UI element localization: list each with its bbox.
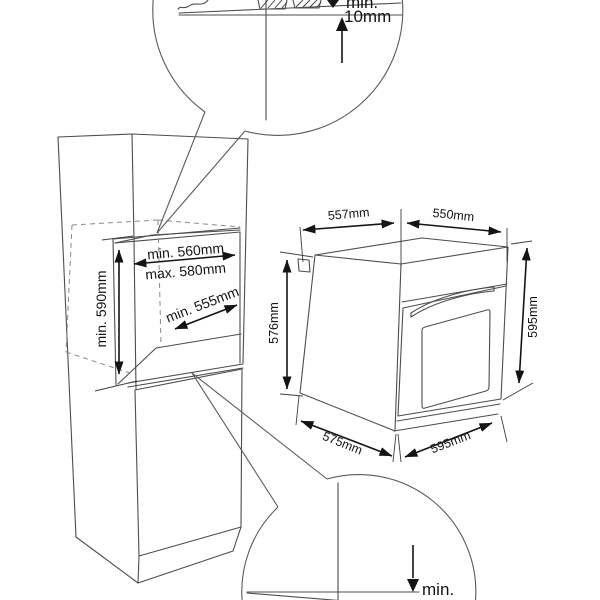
cabinet-shelf — [127, 363, 244, 388]
oven-door-edges — [397, 307, 502, 417]
dim-top-width-arrow — [406, 219, 502, 236]
detail-gap-line — [178, 2, 402, 14]
bottom-detail-circle — [241, 474, 477, 600]
dim-niche-depth-arrow — [174, 304, 238, 330]
dim-side-height-arrow — [515, 247, 531, 384]
tall-cabinet — [57, 133, 249, 584]
dim-bottom-depth-arrow — [300, 420, 393, 457]
oven-handle — [410, 286, 495, 318]
oven-bottom-front-edge — [393, 413, 499, 432]
bottom-detail-label-line1: min. — [422, 580, 454, 599]
gap-arrow-up — [336, 17, 348, 31]
break-squiggle — [177, 0, 209, 10]
oven-front-right-edge — [500, 246, 509, 400]
dim-niche-width-arrow — [133, 251, 236, 268]
oven-bottom-depth-label: 575mm — [321, 429, 365, 458]
niche-width-min-label: min. 560mm — [146, 240, 224, 263]
bottom-detail-label-line2: 5mm — [424, 597, 462, 600]
hatched-section — [257, 0, 322, 10]
bottom-detail-leader-right — [191, 372, 328, 480]
bottom-detail-bubble: min. 5mm — [191, 372, 477, 600]
top-detail-leader-right — [156, 130, 246, 234]
gap-arrow-down-bottom — [407, 579, 419, 592]
top-detail-label-line2: 10mm — [344, 7, 391, 26]
oven-bottom-width-label: 595mm — [429, 428, 473, 456]
niche-dimensions: min. 560mm max. 580mm min. 555mm min. 59… — [93, 235, 241, 392]
oven-door-top — [402, 285, 507, 309]
oven-dimensions: 557mm 550mm 576mm 595mm 575mm 595mm — [267, 205, 540, 463]
oven-door-trim — [396, 403, 501, 422]
top-detail-leader-left — [156, 111, 206, 234]
niche-height-label: min. 590mm — [93, 270, 109, 347]
dim-top-depth-arrow — [302, 219, 395, 234]
bottom-detail-leader-left — [191, 372, 279, 508]
niche-width-max-label: max. 580mm — [145, 260, 227, 283]
top-detail-bubble: min. 10mm — [152, 0, 404, 234]
oven-top-face — [314, 237, 509, 265]
cabinet-lower-door — [134, 368, 243, 584]
gap-arrow-down — [327, 0, 339, 8]
top-detail-circle — [152, 0, 404, 136]
top-detail-label-line1: min. — [346, 0, 378, 12]
oven — [297, 237, 509, 432]
oven-front-height-label: 576mm — [267, 302, 281, 344]
oven-top-width-label: 550mm — [432, 206, 475, 224]
oven-door-window — [421, 309, 491, 409]
oven-left-face — [299, 254, 402, 432]
oven-notch — [297, 258, 311, 273]
oven-top-depth-label: 557mm — [327, 205, 370, 223]
dim-bottom-width-arrow — [404, 422, 493, 458]
detail-oven-bottom-line — [246, 592, 340, 600]
oven-side-height-label: 595mm — [526, 296, 540, 338]
